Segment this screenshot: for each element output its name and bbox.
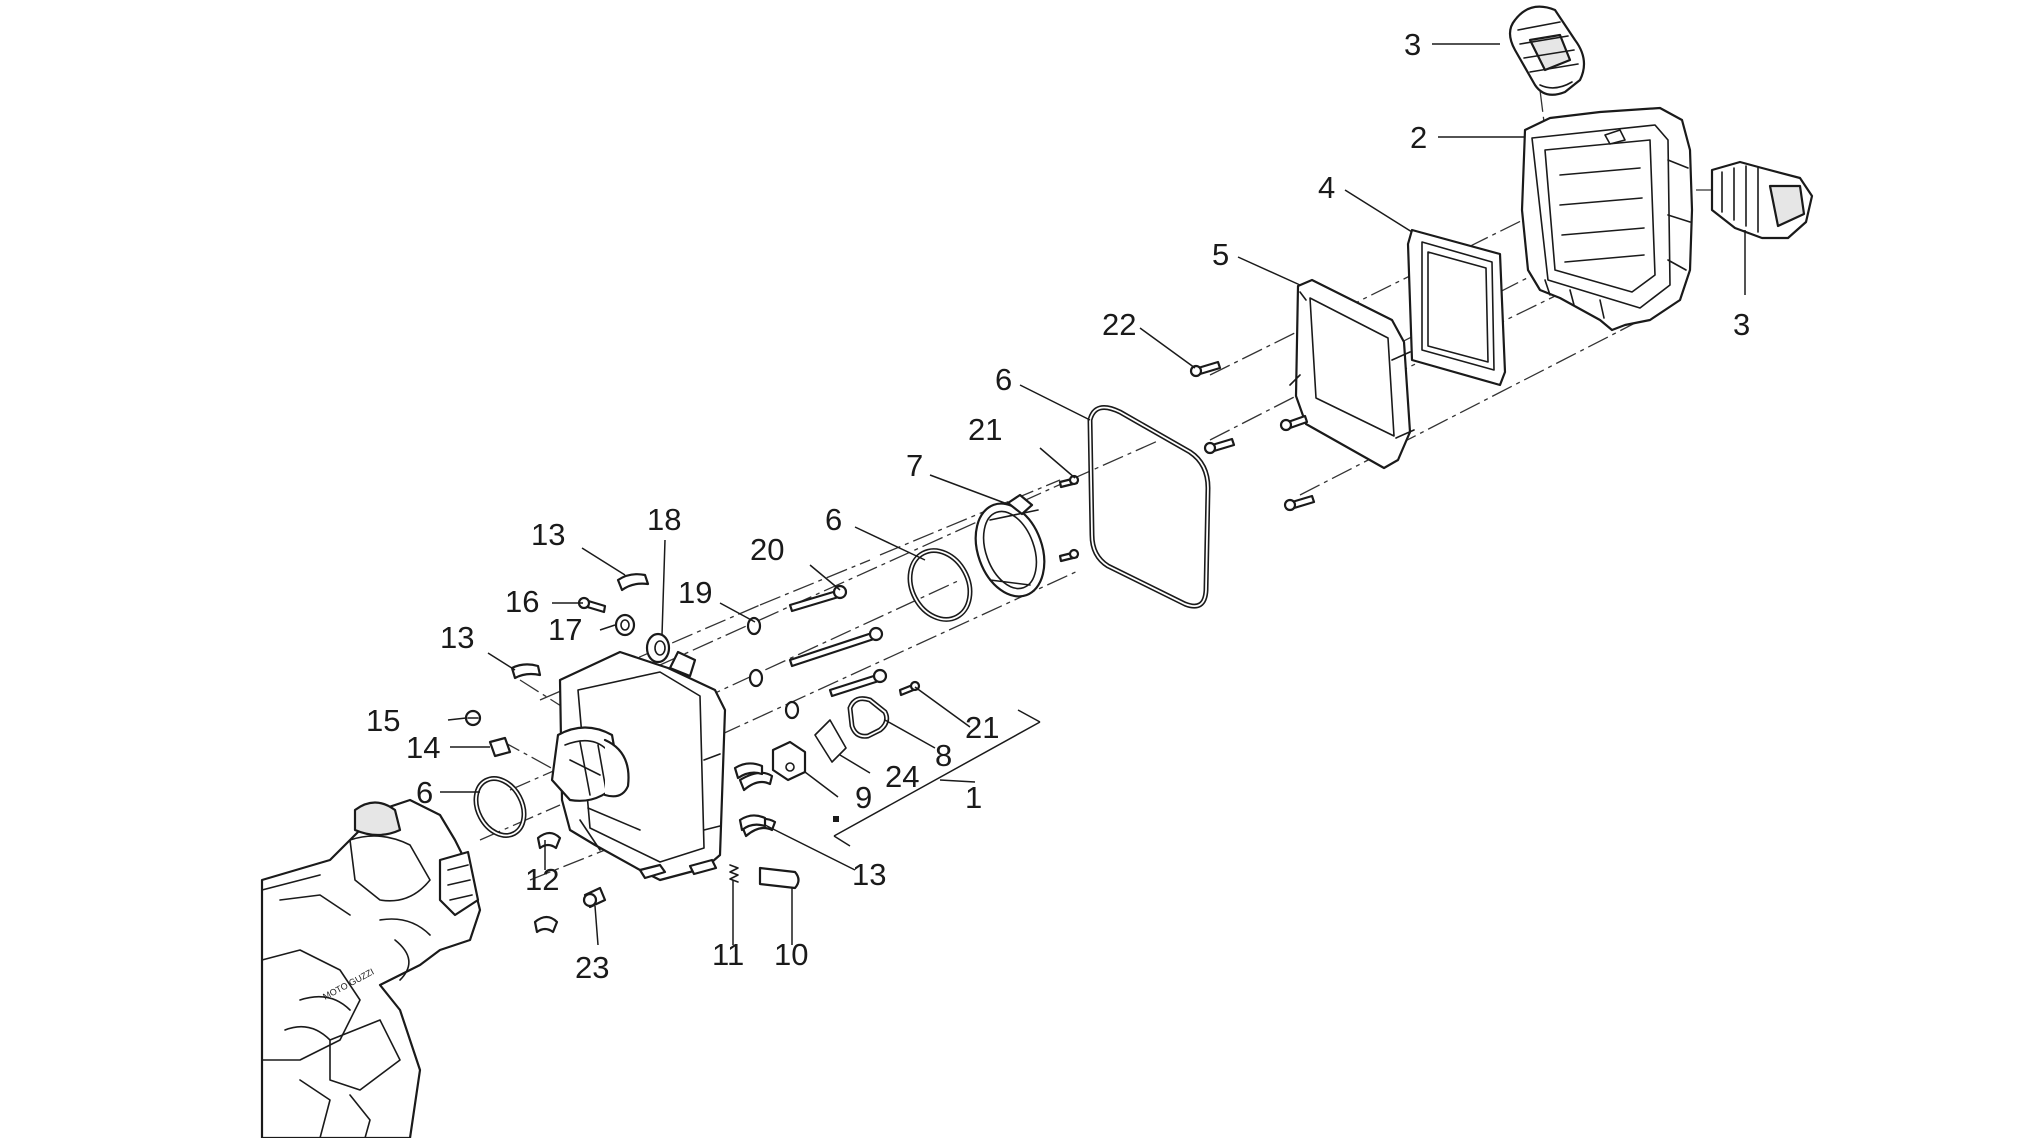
callout-13-bottom: 13 <box>852 857 886 892</box>
callout-10: 10 <box>774 937 808 972</box>
callout-4: 4 <box>1318 170 1335 205</box>
bracket-tick <box>939 779 976 783</box>
axis-line <box>759 559 871 606</box>
spring-clip-24 <box>814 719 847 763</box>
callout-9: 9 <box>855 780 872 815</box>
grommet-18 <box>645 632 671 664</box>
axis-line <box>879 479 1061 556</box>
callout-24: 24 <box>885 759 919 794</box>
axis-line <box>1539 89 1546 131</box>
axis-line <box>499 739 556 771</box>
callout-5: 5 <box>1212 237 1229 272</box>
axis-line <box>699 579 961 701</box>
screws-21-top <box>1058 474 1080 563</box>
callout-20: 20 <box>750 532 784 567</box>
callout-21-bottom: 21 <box>965 710 999 745</box>
callout-1: 1 <box>965 780 982 815</box>
screws-22 <box>1189 360 1316 512</box>
long-bolts <box>788 584 888 698</box>
callout-7: 7 <box>906 448 923 483</box>
callout-17: 17 <box>548 612 582 647</box>
callout-6-mid: 6 <box>825 502 842 537</box>
callout-13-top: 13 <box>531 517 565 552</box>
callout-6-low: 6 <box>416 775 433 810</box>
filter-element <box>1406 228 1507 387</box>
o-ring-low <box>473 776 527 838</box>
bracket-part-1 <box>833 709 1041 847</box>
callout-22: 22 <box>1102 307 1136 342</box>
engine-throttle-body: MOTO GUZZI <box>260 798 482 1138</box>
callout-12: 12 <box>525 862 559 897</box>
filter-frame <box>1289 278 1415 470</box>
foam-block-9 <box>771 740 807 782</box>
screw-15 <box>464 709 482 727</box>
o-ring-mid <box>907 548 973 622</box>
screw-16 <box>577 596 607 614</box>
callout-6-top: 6 <box>995 362 1012 397</box>
air-filter-housing <box>1520 106 1694 332</box>
callout-19: 19 <box>678 575 712 610</box>
callout-11: 11 <box>712 937 744 972</box>
intake-rubber-top <box>1508 5 1586 96</box>
callout-3-right: 3 <box>1733 307 1750 342</box>
screw-21-bottom <box>898 680 921 697</box>
callout-21-top: 21 <box>968 412 1002 447</box>
drain-cap-10 <box>758 866 800 890</box>
clips-13 <box>510 573 767 832</box>
clip-14 <box>488 736 512 758</box>
callout-2: 2 <box>1410 120 1427 155</box>
bushings <box>746 616 800 720</box>
callout-18: 18 <box>647 502 681 537</box>
callout-8: 8 <box>935 738 952 773</box>
hose-clamp <box>974 493 1046 598</box>
callout-23: 23 <box>575 950 609 985</box>
axis-line <box>519 679 581 719</box>
callout-14: 14 <box>406 730 440 765</box>
hose-clamps-12 <box>533 831 562 934</box>
small-gasket-8 <box>847 696 890 739</box>
intake-rubber-side <box>1710 160 1814 240</box>
axis-line <box>1069 439 1161 481</box>
callout-3-top: 3 <box>1404 27 1421 62</box>
large-gasket <box>1087 405 1211 609</box>
spring-11 <box>729 864 739 883</box>
callout-15: 15 <box>366 703 400 738</box>
filter-box-body <box>550 650 839 882</box>
callout-labels: 3 2 4 3 5 22 6 21 7 6 20 18 13 16 19 17 … <box>366 27 1750 985</box>
callout-13-left: 13 <box>440 620 474 655</box>
bushing-17 <box>614 613 636 637</box>
fitting-23 <box>582 886 607 909</box>
callout-16: 16 <box>505 584 539 619</box>
leader-lines <box>440 43 1746 946</box>
